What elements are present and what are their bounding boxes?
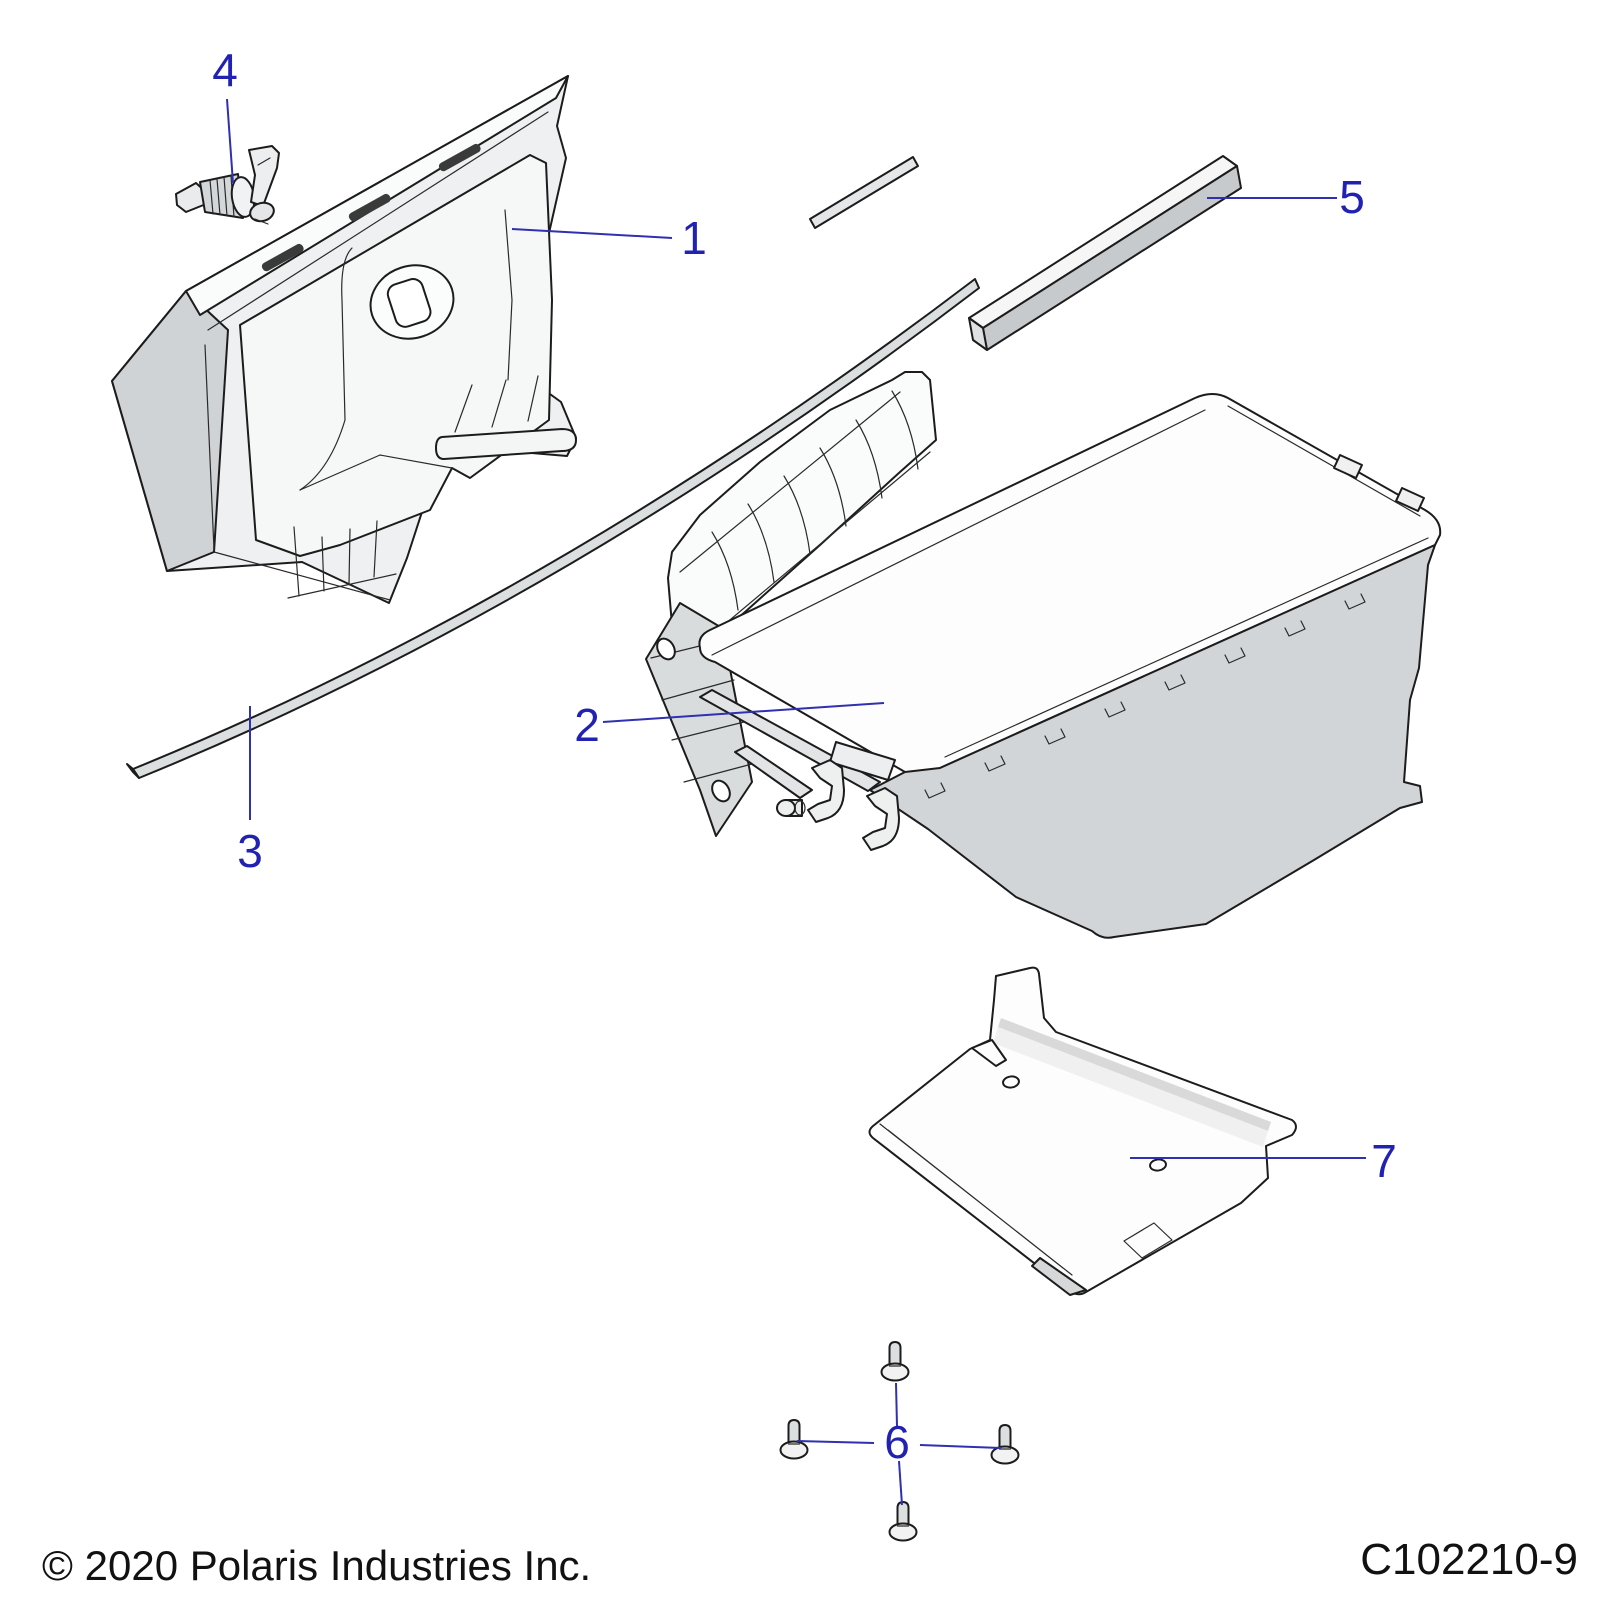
callout-labels: 1 2 3 4 5 6 7: [212, 44, 1397, 1468]
screw-top: [880, 1341, 910, 1382]
box-body-notches: [924, 593, 1366, 799]
callout-1: 1: [681, 212, 707, 264]
box-hinge-hooks: [776, 741, 900, 851]
leader-line-6a: [895, 1382, 898, 1427]
part-screws: [779, 1341, 1020, 1542]
callout-2: 2: [574, 699, 600, 751]
screw-right: [990, 1424, 1020, 1465]
box-flap-ribs: [711, 390, 919, 611]
leader-line-4: [226, 98, 234, 184]
part-foam-strip: [968, 155, 1242, 351]
part-storage-box: [645, 371, 1442, 939]
callout-4: 4: [212, 44, 238, 96]
part-heat-shield-panel: [868, 966, 1297, 1296]
part-lock-latch: [175, 145, 280, 225]
part-glovebox-door: [111, 75, 577, 604]
leader-lines: [226, 98, 1366, 1506]
door-lip-slots: [261, 143, 481, 272]
leader-line-6c: [919, 1444, 1002, 1449]
copyright-text: © 2020 Polaris Industries Inc.: [42, 1542, 591, 1589]
screw-left: [779, 1419, 809, 1460]
callout-5: 5: [1339, 171, 1365, 223]
door-grommet-hole: [369, 264, 455, 340]
callout-6: 6: [884, 1416, 910, 1468]
callout-3: 3: [237, 825, 263, 877]
leader-line-6b: [796, 1440, 875, 1444]
screw-bottom: [888, 1501, 918, 1542]
part-seal-strip: [126, 156, 980, 779]
drawing-code-text: C102210-9: [1360, 1535, 1578, 1584]
leader-line-2: [602, 702, 885, 723]
leader-line-6d: [898, 1460, 903, 1506]
callout-7: 7: [1371, 1135, 1397, 1187]
leader-line-1: [511, 228, 673, 239]
